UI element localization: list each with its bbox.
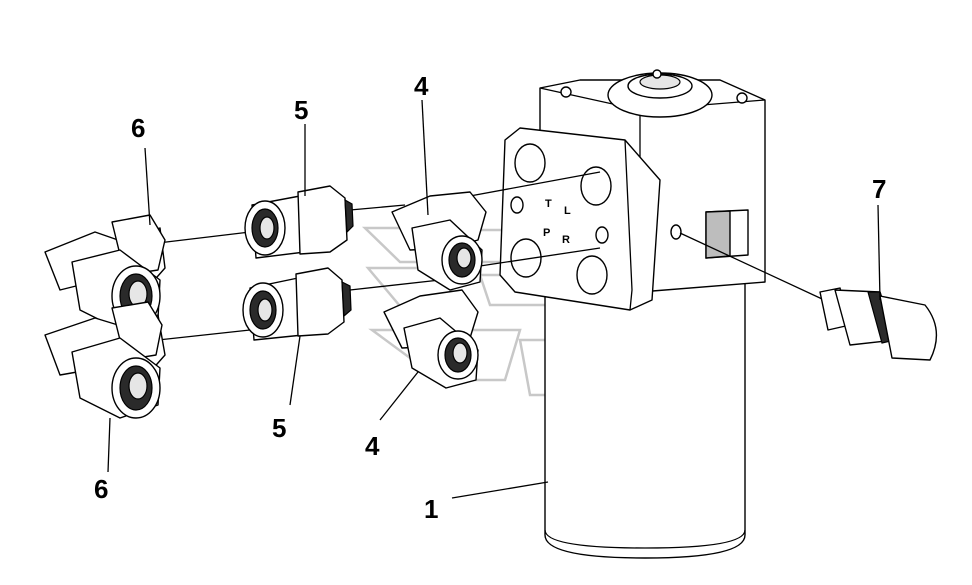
sensor-plug: [819, 287, 938, 361]
assembly-lines: [157, 171, 836, 341]
callout-5-bottom: 5: [272, 413, 286, 443]
elbow-fitting-lower: [383, 289, 479, 389]
callout-1: 1: [424, 494, 438, 524]
callouts: 6 6 5 5 4 4 7 1: [94, 71, 886, 524]
port-label-t: T: [545, 198, 552, 210]
callout-7: 7: [872, 174, 886, 204]
elbow-fitting-upper: [391, 191, 487, 291]
straight-adapter-lower: [242, 267, 352, 341]
callout-5-top: 5: [294, 95, 308, 125]
straight-adapter-upper: [244, 185, 354, 259]
callout-4-top: 4: [414, 71, 429, 101]
callout-6-top: 6: [131, 113, 145, 143]
steering-unit: T L P R: [499, 69, 766, 559]
callout-6-bottom: 6: [94, 474, 108, 504]
port-label-r: R: [562, 234, 570, 246]
callout-4-bottom: 4: [365, 431, 380, 461]
port-label-p: P: [543, 227, 550, 239]
leader-lines: [107, 99, 881, 499]
port-label-l: L: [564, 205, 571, 217]
swivel-elbow-lower: [44, 301, 166, 419]
